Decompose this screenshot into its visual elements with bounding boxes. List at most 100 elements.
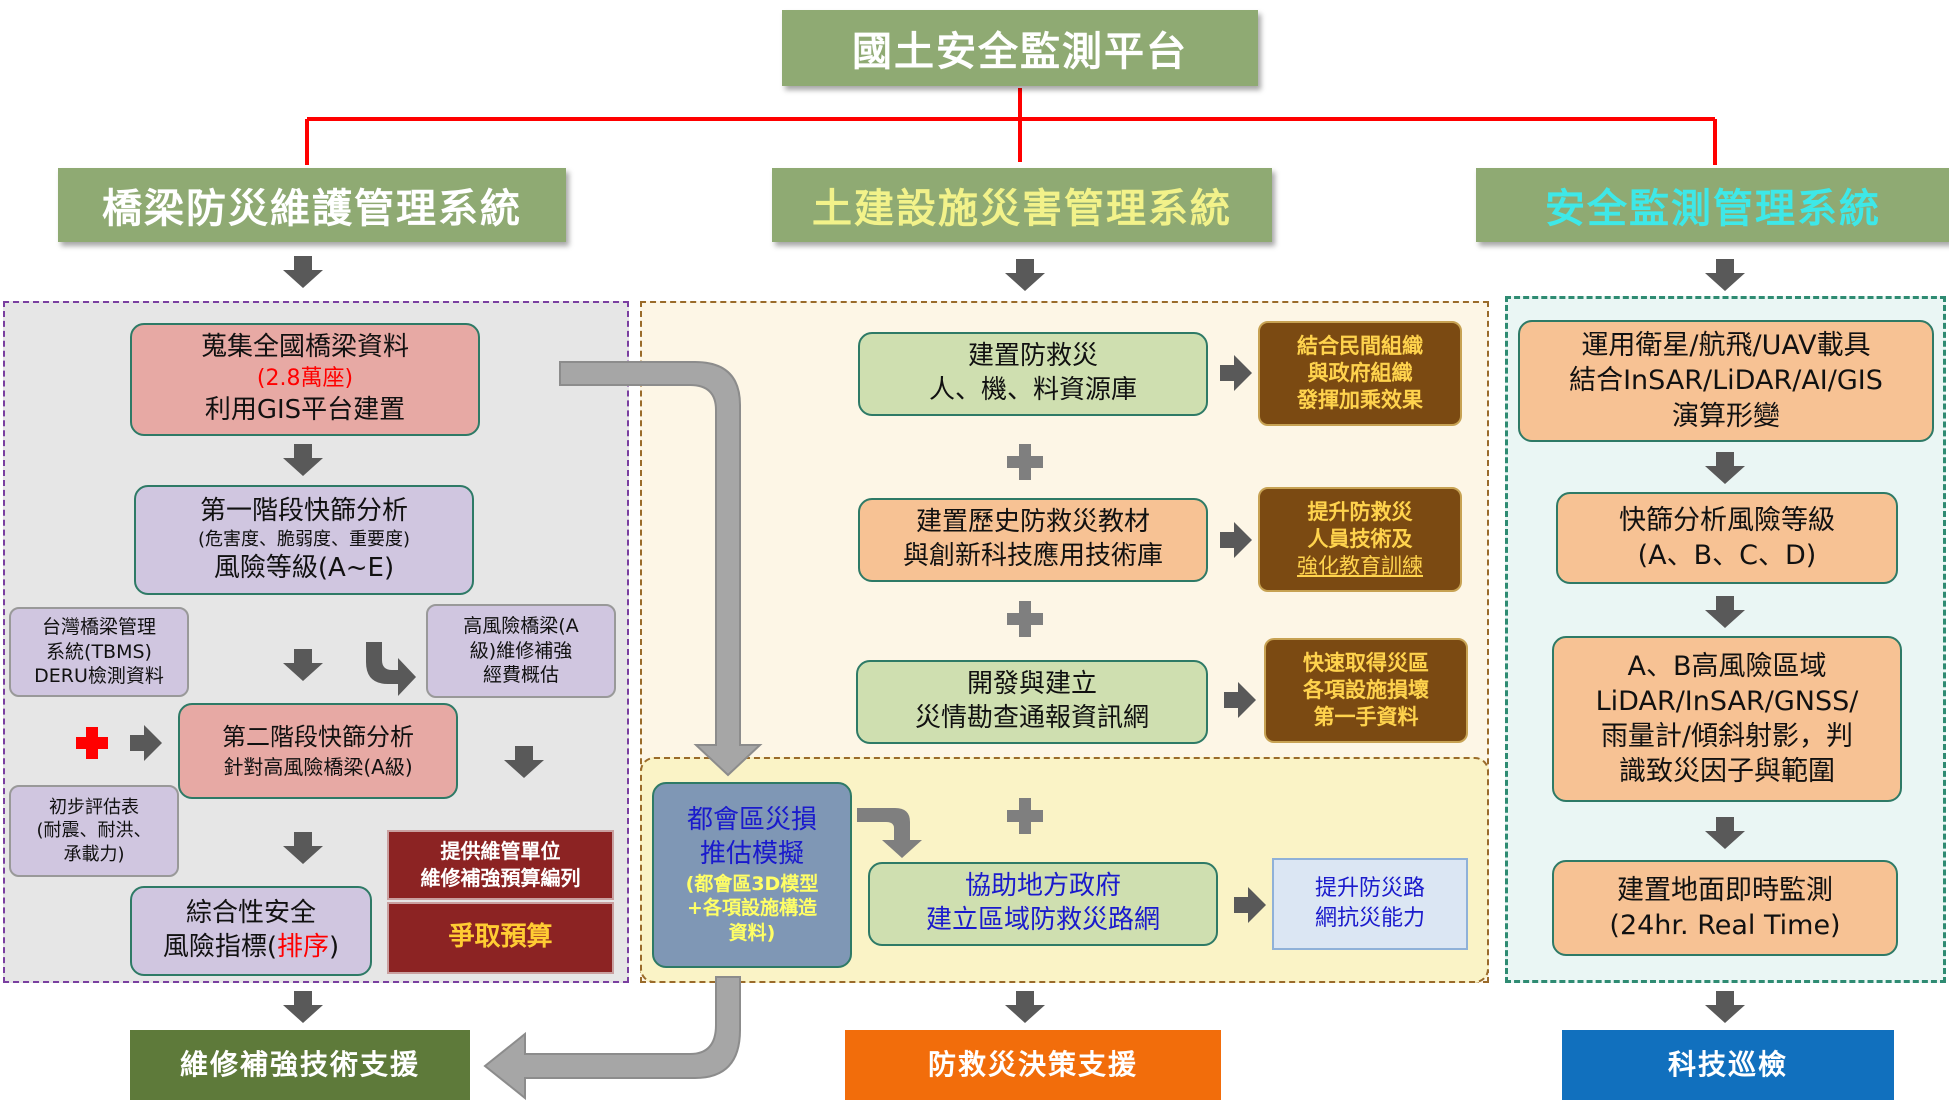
tree-connector bbox=[305, 88, 1717, 165]
maintenance-support-box: 維修補強技術支援 bbox=[130, 1030, 470, 1100]
history-box: 建置歷史防救災教材 與創新科技應用技術庫 bbox=[858, 498, 1208, 582]
initial-eval-box: 初步評估表 (耐震、耐洪、 承載力) bbox=[9, 785, 179, 877]
bent-arrow-to-maintenance bbox=[483, 976, 741, 1101]
bridge-collect-count: (2.8萬座) bbox=[256, 366, 354, 392]
resource-line2: 人、機、料資源庫 bbox=[928, 375, 1137, 405]
tbms-box: 台灣橋梁管理 系統(TBMS) DERU檢測資料 bbox=[9, 607, 189, 697]
budget-plan-line2: 維修補強預算編列 bbox=[420, 866, 581, 890]
arrow-down-icon bbox=[504, 746, 544, 778]
resource-db-box: 建置防救災 人、機、料資源庫 bbox=[858, 332, 1208, 416]
bridge-system-title: 橋梁防災維護管理系統 bbox=[102, 186, 522, 232]
stage2-box: 第二階段快篩分析 針對高風險橋梁(A級) bbox=[178, 703, 458, 799]
arrow-down-icon bbox=[1005, 259, 1045, 291]
satellite-box: 運用衛星/航飛/UAV載具 結合InSAR/LiDAR/AI/GIS 演算形變 bbox=[1518, 320, 1934, 442]
report-net-line2: 災情勘查通報資訊網 bbox=[914, 703, 1149, 733]
bridge-system-header: 橋梁防災維護管理系統 bbox=[58, 168, 566, 242]
firsthand-line3: 第一手資料 bbox=[1313, 705, 1419, 730]
funding-line2: 級)維修補強 bbox=[469, 639, 573, 662]
road-net-line1: 協助地方政府 bbox=[964, 871, 1121, 902]
arrow-down-icon bbox=[1705, 817, 1745, 849]
synergy-line3: 發揮加乘效果 bbox=[1297, 388, 1423, 413]
synergy-box: 結合民間組織 與政府組織 發揮加乘效果 bbox=[1258, 321, 1462, 426]
satellite-line1: 運用衛星/航飛/UAV載具 bbox=[1581, 330, 1871, 362]
plus-icon bbox=[1007, 444, 1043, 480]
satellite-line3: 演算形變 bbox=[1672, 400, 1780, 432]
arrow-down-icon bbox=[283, 444, 323, 476]
history-line1: 建置歷史防救災教材 bbox=[915, 507, 1150, 538]
safety-system-title: 安全監測管理系統 bbox=[1545, 186, 1881, 232]
training-line3: 強化教育訓練 bbox=[1297, 554, 1423, 579]
screening-line2: (A、B、C、D) bbox=[1637, 540, 1817, 571]
stage1-factors: (危害度、脆弱度、重要度) bbox=[197, 529, 411, 551]
resilience-line2: 網抗災能力 bbox=[1314, 906, 1425, 931]
firsthand-line2: 各項設施損壞 bbox=[1303, 677, 1429, 702]
realtime-line1: 建置地面即時監測 bbox=[1617, 874, 1833, 906]
arrow-right-icon bbox=[1234, 887, 1266, 923]
high-risk-area-line3: 雨量計/傾斜射影，判 bbox=[1600, 721, 1854, 752]
resilience-line1: 提升防災路 bbox=[1314, 876, 1425, 902]
tbms-line3: DERU檢測資料 bbox=[34, 665, 164, 688]
arrow-down-icon bbox=[1705, 259, 1745, 291]
tech-patrol-box: 科技巡檢 bbox=[1562, 1030, 1894, 1100]
funding-line3: 經費概估 bbox=[482, 664, 559, 687]
synergy-line1: 結合民間組織 bbox=[1297, 333, 1423, 358]
report-net-line1: 開發與建立 bbox=[966, 669, 1097, 700]
tech-patrol-label: 科技巡檢 bbox=[1667, 1048, 1788, 1082]
satellite-line2: 結合InSAR/LiDAR/AI/GIS bbox=[1569, 365, 1883, 397]
arrow-down-icon bbox=[283, 991, 323, 1023]
high-risk-area-line4: 識致災因子與範圍 bbox=[1619, 756, 1835, 788]
disaster-decision-support-label: 防救災決策支援 bbox=[927, 1048, 1138, 1082]
tbms-line1: 台灣橋梁管理 bbox=[41, 615, 156, 638]
metro-line3: (都會區3D模型 bbox=[685, 872, 819, 895]
red-cross-icon bbox=[76, 727, 108, 759]
civil-system-title: 土建設施災害管理系統 bbox=[812, 186, 1232, 232]
arrow-down-icon bbox=[283, 256, 323, 288]
history-line2: 與創新科技應用技術庫 bbox=[902, 541, 1163, 571]
bridge-collect-box: 蒐集全國橋梁資料 (2.8萬座) 利用GIS平台建置 bbox=[130, 323, 480, 436]
metro-line1: 都會區災損 bbox=[686, 805, 817, 836]
high-risk-funding-box: 高風險橋梁(A 級)維修補強 經費概估 bbox=[426, 604, 616, 698]
road-net-box: 協助地方政府 建立區域防救災路網 bbox=[868, 862, 1218, 946]
tbms-line2: 系統(TBMS) bbox=[46, 640, 152, 663]
bridge-collect-line1: 蒐集全國橋梁資料 bbox=[200, 332, 409, 363]
screening-line1: 快篩分析風險等級 bbox=[1619, 504, 1835, 536]
bent-arrow-to-metro bbox=[559, 361, 763, 777]
resilience-box: 提升防災路 網抗災能力 bbox=[1272, 858, 1468, 950]
plus-icon bbox=[1007, 601, 1043, 637]
arrow-right-icon bbox=[130, 725, 162, 761]
high-risk-area-line1: A、B高風險區域 bbox=[1627, 650, 1827, 682]
resource-line1: 建置防救災 bbox=[967, 341, 1098, 372]
arrow-down-icon bbox=[283, 832, 323, 864]
curved-arrow-to-funding bbox=[366, 642, 416, 696]
stage2-target: 針對高風險橋梁(A級) bbox=[223, 754, 413, 779]
arrow-right-icon bbox=[1220, 522, 1252, 558]
arrow-down-icon bbox=[1705, 596, 1745, 628]
composite-line2-prefix: 風險指標( bbox=[162, 932, 277, 962]
composite-line1: 綜合性安全 bbox=[185, 898, 316, 929]
stage2-title: 第二階段快篩分析 bbox=[222, 723, 414, 752]
report-net-box: 開發與建立 災情勘查通報資訊網 bbox=[856, 660, 1208, 744]
synergy-line2: 與政府組織 bbox=[1307, 360, 1413, 385]
composite-line2-suffix: ) bbox=[329, 932, 340, 962]
stage1-title: 第一階段快篩分析 bbox=[199, 495, 408, 526]
arrow-down-icon bbox=[283, 649, 323, 681]
civil-system-header: 土建設施災害管理系統 bbox=[772, 168, 1272, 242]
initial-eval-line1: 初步評估表 bbox=[49, 796, 139, 818]
stage1-risk-level: 風險等級(A~E) bbox=[213, 552, 395, 583]
arrow-right-icon bbox=[1224, 682, 1256, 718]
initial-eval-line3: 承載力) bbox=[63, 843, 125, 865]
composite-rank: 排序 bbox=[276, 932, 329, 962]
bent-arrow-metro-to-road bbox=[857, 808, 922, 858]
budget-fight-label: 爭取預算 bbox=[448, 922, 553, 953]
firsthand-line1: 快速取得災區 bbox=[1303, 650, 1429, 675]
bridge-collect-line3: 利用GIS平台建置 bbox=[204, 394, 406, 425]
road-net-line2: 建立區域防救災路網 bbox=[925, 905, 1160, 935]
metro-line5: 資料) bbox=[728, 922, 776, 945]
composite-line2: 風險指標(排序) bbox=[163, 931, 339, 965]
budget-fight-box: 爭取預算 bbox=[387, 902, 614, 974]
metro-simulation-box: 都會區災損 推估模擬 (都會區3D模型 +各項設施構造 資料) bbox=[652, 782, 852, 968]
firsthand-box: 快速取得災區 各項設施損壞 第一手資料 bbox=[1264, 638, 1468, 743]
arrow-down-icon bbox=[1705, 991, 1745, 1023]
